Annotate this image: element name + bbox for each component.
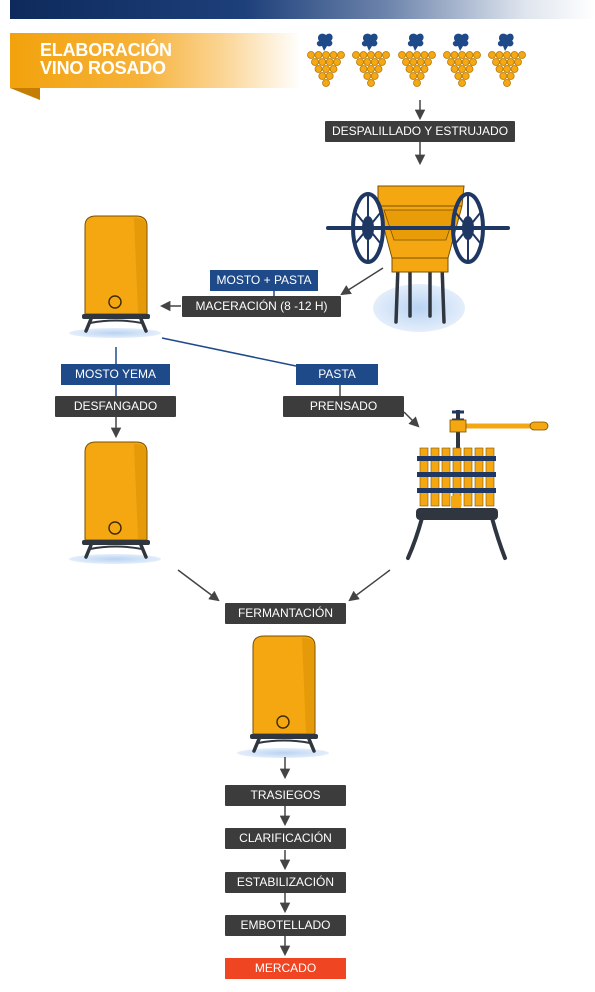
crusher-machine-icon [326, 185, 510, 332]
step-embotellado: EMBOTELLADO [225, 915, 346, 936]
title-banner [10, 33, 300, 88]
step-estabilizacion: ESTABILIZACIÓN [225, 872, 346, 893]
label-pasta: PASTA [296, 364, 378, 385]
step-mercado: MERCADO [225, 958, 346, 979]
title-banner-fold [10, 88, 40, 100]
step-fermentacion: FERMANTACIÓN [225, 603, 346, 624]
title-line-2: VINO ROSADO [40, 58, 166, 78]
step-trasiegos: TRASIEGOS [225, 785, 346, 806]
label-mosto-pasta: MOSTO + PASTA [210, 270, 318, 291]
step-clarificacion: CLARIFICACIÓN [225, 828, 346, 849]
grape-bunch-icon [307, 33, 526, 87]
page-title: ELABORACIÓN VINO ROSADO [40, 41, 172, 77]
wine-press-icon [406, 410, 549, 560]
flow-lines-blue [115, 290, 297, 396]
wine-tank-icon [235, 634, 331, 760]
wine-tank-icon [67, 440, 163, 566]
step-prensado: PRENSADO [283, 396, 404, 417]
flow-arrows [110, 100, 426, 957]
title-line-1: ELABORACIÓN [40, 40, 172, 60]
label-mosto-yema: MOSTO YEMA [61, 364, 170, 385]
header-gradient-bar [10, 0, 595, 19]
step-desfangado: DESFANGADO [55, 396, 176, 417]
step-maceracion: MACERACIÓN (8 -12 H) [182, 296, 341, 317]
wine-tank-icon [67, 214, 163, 340]
step-despalillado: DESPALILLADO Y ESTRUJADO [325, 121, 515, 142]
